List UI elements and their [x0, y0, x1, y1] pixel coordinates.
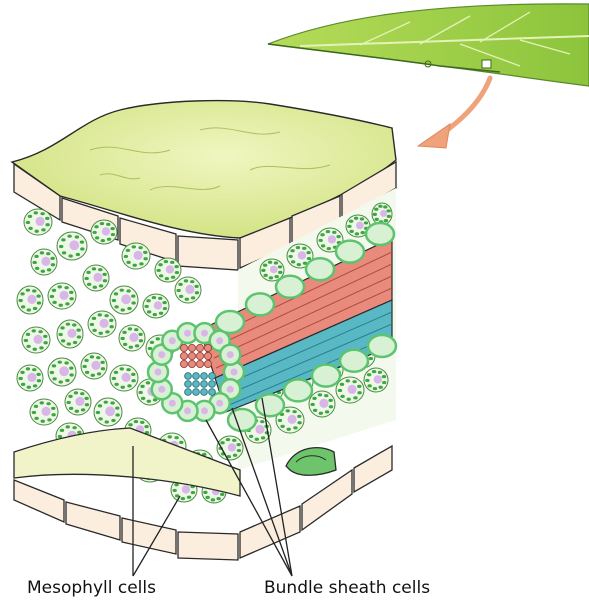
mesophyll-cell: [83, 265, 109, 291]
mesophyll-cell: [57, 232, 87, 260]
bundle-sheath-cell: [340, 350, 368, 372]
bundle-sheath-cell: [306, 258, 334, 280]
mesophyll-cell: [17, 365, 43, 391]
phloem-cell: [209, 389, 216, 396]
xylem-vessel: [196, 352, 203, 359]
mesophyll-cell: [364, 368, 388, 392]
mesophyll-cell: [48, 283, 76, 309]
phloem-cell: [185, 373, 192, 380]
xylem-vessel: [196, 344, 203, 351]
bundle-sheath-cell: [276, 276, 304, 298]
mesophyll-cell: [17, 286, 43, 314]
xylem-vessel: [204, 344, 211, 351]
zoom-arrow-icon: [418, 78, 490, 148]
bundle-sheath-cell: [284, 379, 312, 401]
xylem-vessel: [188, 360, 195, 367]
bundle-sheath-cell: [228, 409, 256, 431]
bundle-sheath-cell: [246, 293, 274, 315]
mesophyll-cell: [309, 391, 335, 417]
xylem-vessel: [180, 352, 187, 359]
mesophyll-cell: [88, 311, 116, 337]
mesophyll-cell: [31, 249, 57, 275]
mesophyll-cell: [155, 258, 181, 282]
phloem-cell: [201, 389, 208, 396]
phloem-cell: [193, 381, 200, 388]
phloem-cell: [201, 381, 208, 388]
mesophyll-cell: [94, 398, 122, 426]
mesophyll-cell: [110, 365, 138, 391]
mesophyll-cell: [57, 320, 83, 348]
mesophyll-cell: [143, 294, 169, 318]
bundle-sheath-cell: [256, 394, 284, 416]
mesophyll-cell: [30, 399, 58, 425]
xylem-vessel: [188, 344, 195, 351]
mesophyll-cell: [122, 243, 150, 269]
bundle-sheath-cell: [220, 345, 240, 365]
mesophyll-cell: [336, 377, 364, 403]
mesophyll-cell: [91, 220, 117, 244]
bundle-sheath-cell: [312, 365, 340, 387]
bundle-sheath-cell: [368, 335, 396, 357]
xylem-vessel: [204, 360, 211, 367]
phloem-cell: [185, 381, 192, 388]
mesophyll-cell: [48, 358, 76, 386]
mesophyll-cell: [81, 353, 107, 379]
mesophyll-cell: [175, 277, 201, 303]
mesophyll-cells-label: Mesophyll cells: [27, 578, 156, 598]
bundle-sheath-cell: [216, 311, 244, 333]
xylem-vessel: [196, 360, 203, 367]
bundle-sheath-cell: [336, 241, 364, 263]
bundle-sheath-cell: [366, 223, 394, 245]
mesophyll-cell: [65, 389, 91, 415]
xylem-vessel: [188, 352, 195, 359]
phloem-cell: [201, 373, 208, 380]
mesophyll-cell: [22, 327, 50, 353]
xylem-vessel: [204, 352, 211, 359]
phloem-cell: [193, 389, 200, 396]
phloem-cell: [209, 381, 216, 388]
mesophyll-cell: [119, 325, 145, 351]
leaf-thumbnail: [268, 4, 589, 86]
xylem-vessel: [180, 344, 187, 351]
phloem-cell: [185, 389, 192, 396]
phloem-cell: [209, 373, 216, 380]
mesophyll-cell: [372, 203, 392, 225]
mesophyll-cell: [24, 209, 52, 235]
phloem-cell: [193, 373, 200, 380]
mesophyll-cell: [110, 286, 138, 314]
xylem-vessel: [180, 360, 187, 367]
bundle-sheath-cells-label: Bundle sheath cells: [264, 578, 430, 598]
